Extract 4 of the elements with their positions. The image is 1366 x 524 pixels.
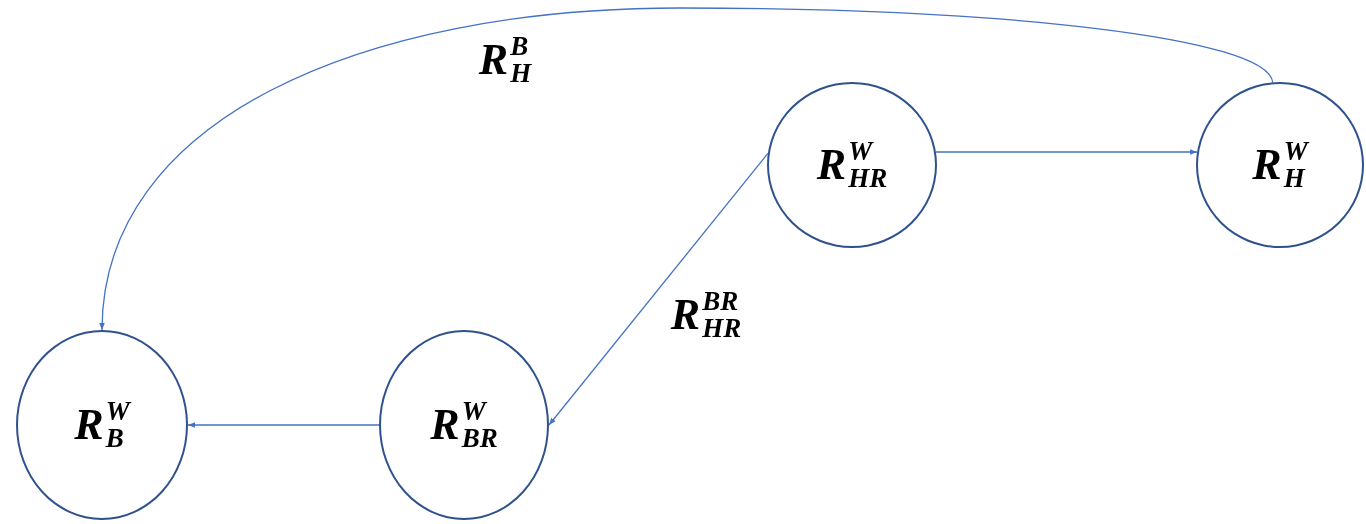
arrow — [187, 422, 380, 428]
arrow — [548, 152, 769, 426]
arrow — [935, 149, 1198, 155]
arrow — [99, 7, 1274, 331]
